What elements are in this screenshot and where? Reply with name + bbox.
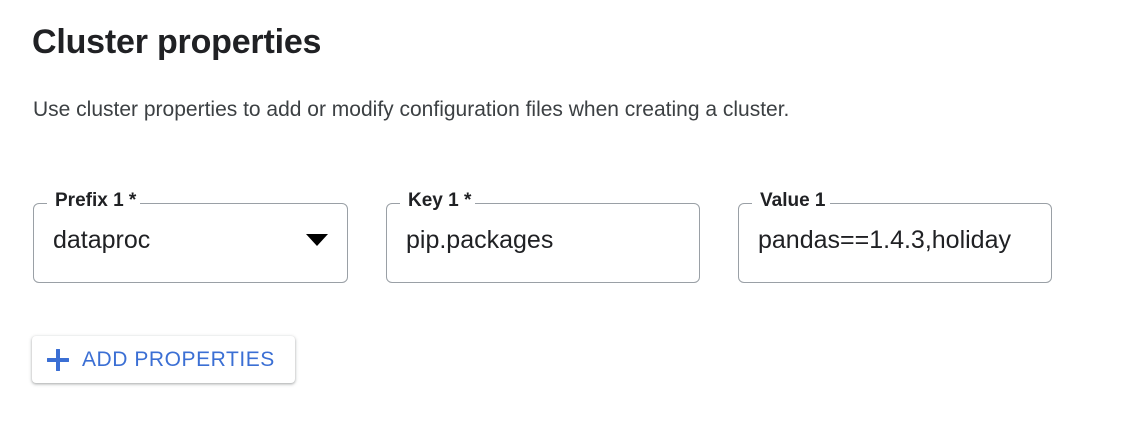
plus-icon [47,348,69,371]
property-row: Prefix 1 * dataproc Key 1 * pip.packages… [0,190,1122,285]
prefix-select-field[interactable]: Prefix 1 * dataproc [33,190,348,283]
key-input-field[interactable]: Key 1 * pip.packages [386,190,700,283]
add-properties-button-label: ADD PROPERTIES [82,348,275,371]
add-properties-button[interactable]: ADD PROPERTIES [32,336,295,383]
prefix-field-label: Prefix 1 * [51,190,141,212]
key-input-value[interactable]: pip.packages [406,226,554,254]
page-description: Use cluster properties to add or modify … [33,98,790,121]
value-field-label: Value 1 [756,190,830,212]
value-input-field[interactable]: Value 1 pandas==1.4.3,holiday [738,190,1052,283]
page-title: Cluster properties [32,23,322,61]
key-field-label: Key 1 * [404,190,476,212]
prefix-select-value[interactable]: dataproc [53,226,151,254]
chevron-down-icon[interactable] [306,234,328,246]
value-input-value[interactable]: pandas==1.4.3,holiday [758,226,1011,254]
